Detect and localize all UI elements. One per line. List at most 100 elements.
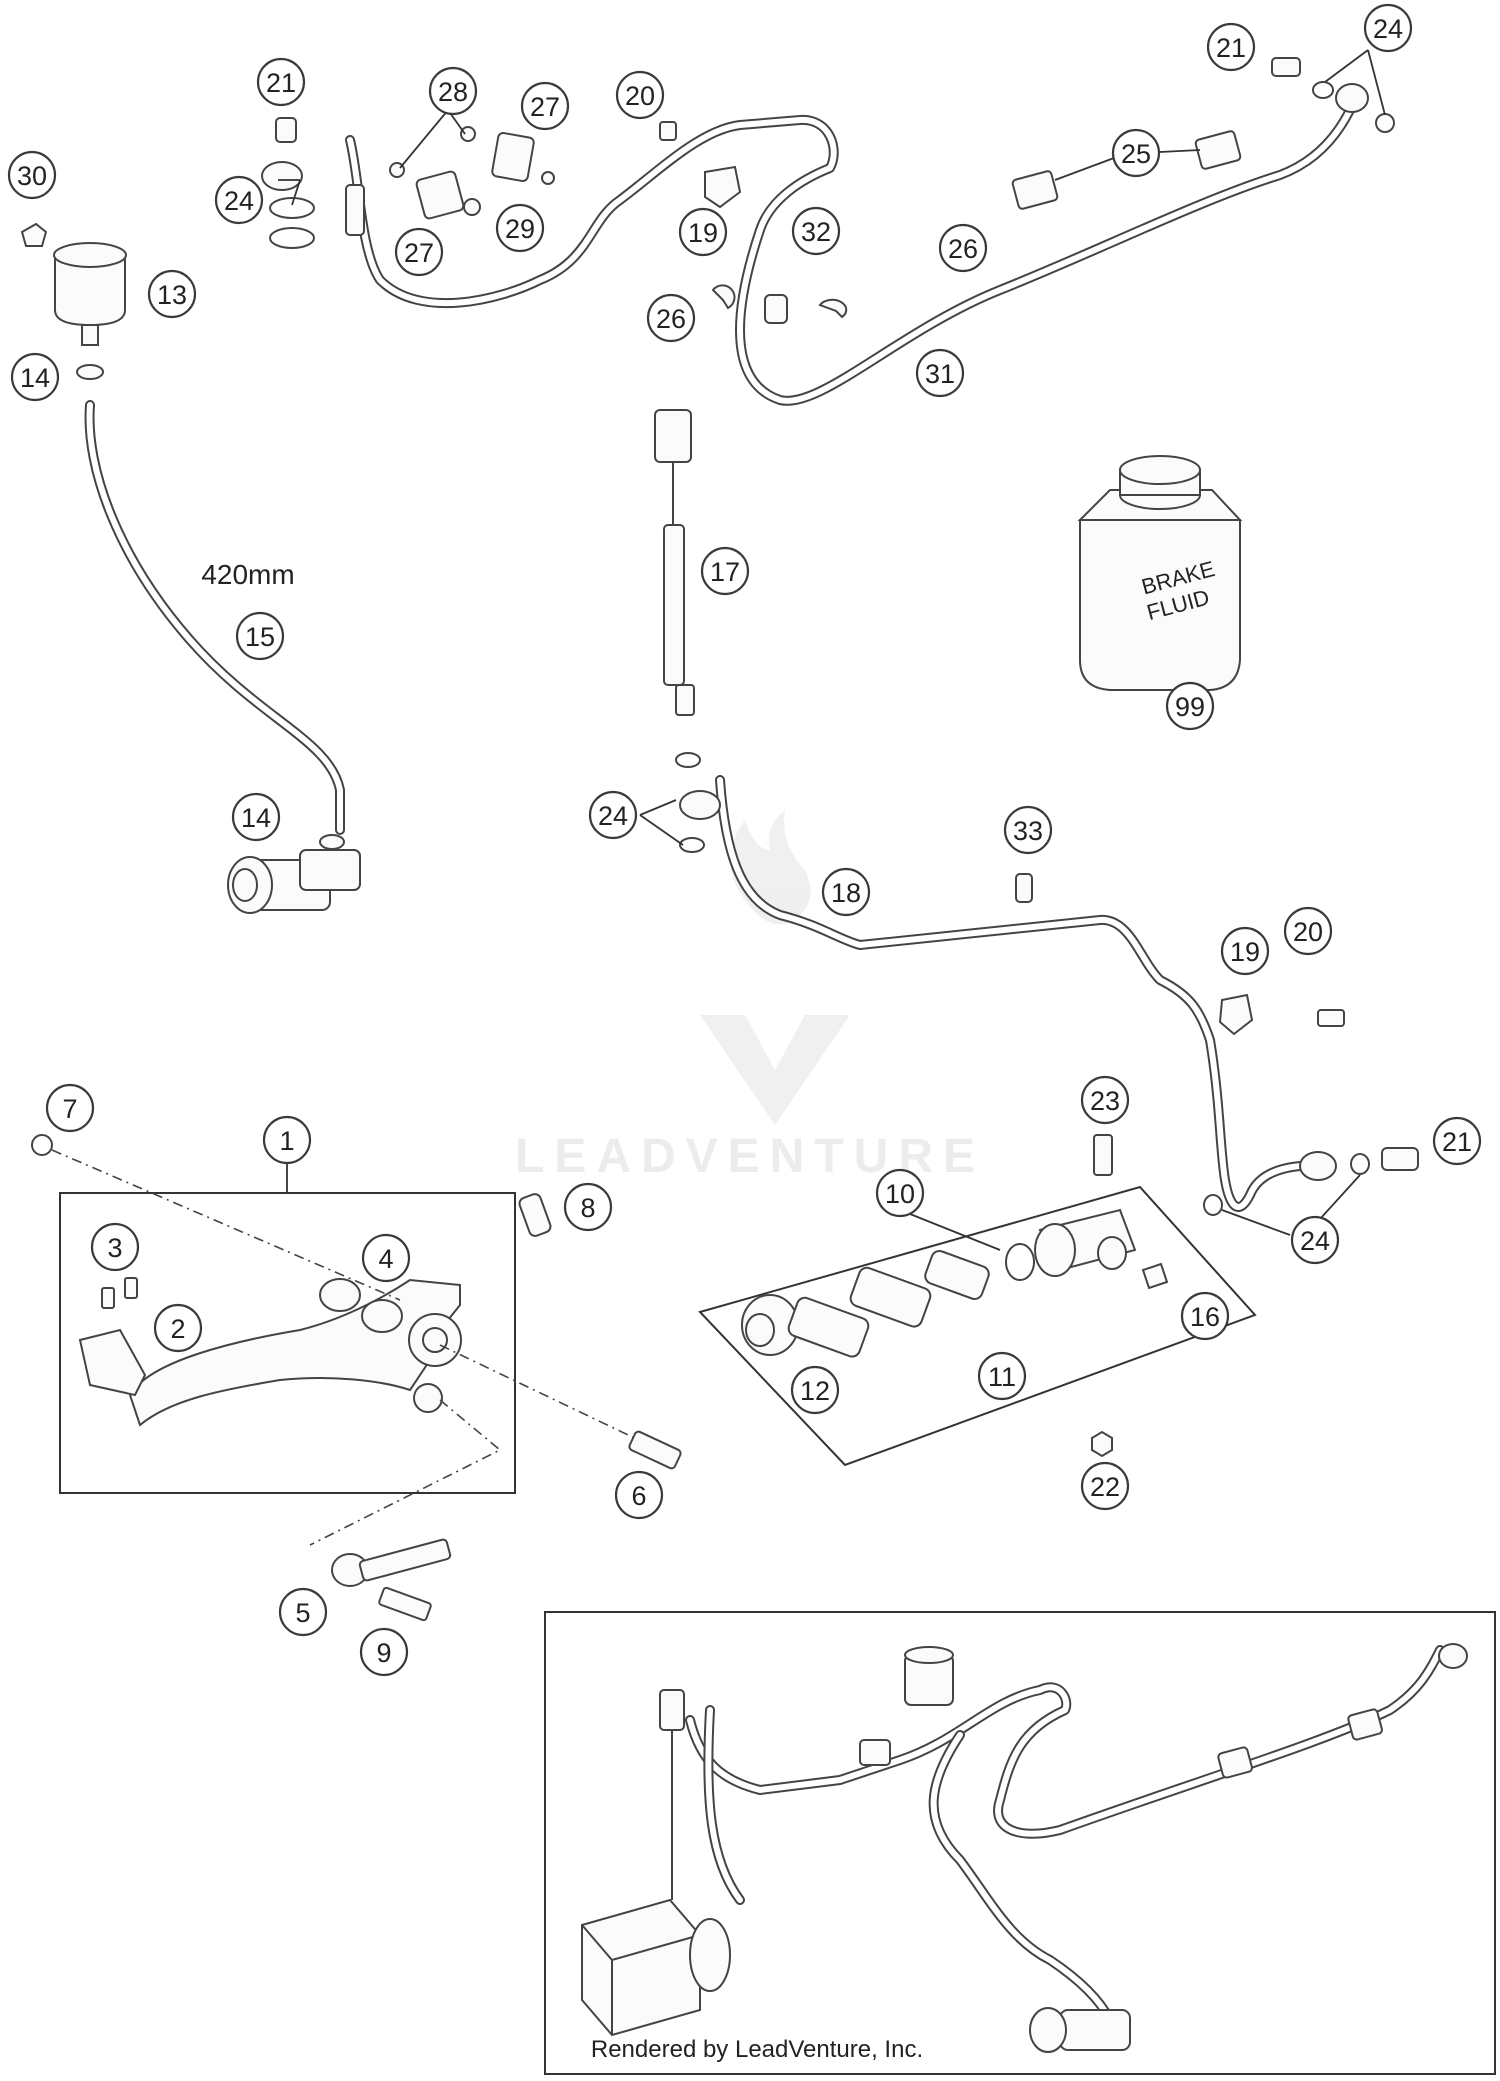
master-cylinder-internals (741, 1208, 1169, 1358)
callout-11: 11 (977, 1351, 1027, 1401)
hose-length-label: 420mm (201, 559, 294, 590)
bolt-23 (1093, 1134, 1113, 1176)
callout-label: 15 (245, 622, 275, 652)
hose-clip-top (704, 165, 742, 209)
callout-label: 17 (710, 557, 740, 587)
callout-label: 19 (688, 218, 718, 248)
callout-label: 1 (279, 1126, 294, 1156)
callout-13: 13 (147, 269, 197, 319)
washer-mid-b (679, 837, 705, 853)
callout-21: 21 (1432, 1116, 1482, 1166)
hose-clamp-bottom (319, 834, 345, 850)
brake-fluid-can: BRAKE FLUID (1077, 455, 1243, 691)
callout-3: 3 (90, 1222, 140, 1272)
callout-label: 26 (656, 304, 686, 334)
master-cylinder-kit-frame (698, 1185, 1257, 1467)
washer-7 (31, 1134, 53, 1156)
callout-label: 8 (580, 1193, 595, 1223)
hose-bracket-clamps (389, 126, 555, 220)
hose-clip-26-right (818, 298, 848, 319)
callout-5: 5 (278, 1587, 328, 1637)
callout-25: 25 (1111, 128, 1161, 178)
bolt-right (1317, 1009, 1345, 1027)
callout-label: 4 (378, 1244, 393, 1274)
callout-19: 19 (1220, 926, 1270, 976)
callout-label: 24 (1373, 14, 1403, 44)
washer-top-right-a (1312, 81, 1334, 99)
callout-10: 10 (875, 1168, 925, 1218)
bolt-top (659, 121, 677, 141)
bushing-pair-4 (319, 1278, 403, 1333)
callout-15: 15 (235, 611, 285, 661)
brake-line-rear (715, 775, 1325, 1212)
pushrod-5 (331, 1538, 452, 1587)
callout-12: 12 (790, 1365, 840, 1415)
callout-30: 30 (7, 150, 57, 200)
callout-24: 24 (588, 790, 638, 840)
callout-17: 17 (700, 546, 750, 596)
reservoir-hose (84, 400, 345, 835)
callout-20: 20 (615, 70, 665, 120)
callout-33: 33 (1003, 805, 1053, 855)
callout-label: 14 (241, 803, 271, 833)
callout-label: 20 (625, 81, 655, 111)
callout-label: 9 (376, 1638, 391, 1668)
brake-light-switch (654, 409, 695, 716)
spring-8 (518, 1193, 552, 1237)
callout-27: 27 (520, 81, 570, 131)
callout-label: 19 (1230, 937, 1260, 967)
callout-label: 27 (404, 238, 434, 268)
callout-32: 32 (791, 206, 841, 256)
callout-label: 32 (801, 217, 831, 247)
callout-label: 29 (505, 214, 535, 244)
washer-right-b (1203, 1194, 1223, 1216)
callout-8: 8 (563, 1182, 613, 1232)
assembled-view-frame (544, 1611, 1496, 2075)
callout-22: 22 (1080, 1461, 1130, 1511)
banjo-right (1299, 1151, 1337, 1181)
callout-label: 14 (20, 363, 50, 393)
callout-label: 12 (800, 1376, 830, 1406)
callout-label: 25 (1121, 139, 1151, 169)
brake-fluid-reservoir (53, 242, 127, 346)
callout-6: 6 (614, 1470, 664, 1520)
nut-22 (1091, 1430, 1113, 1458)
banjo-top-right (1335, 83, 1369, 113)
callout-label: 24 (224, 186, 254, 216)
callout-label: 26 (948, 234, 978, 264)
callout-label: 10 (885, 1179, 915, 1209)
callout-99: 99 (1165, 681, 1215, 731)
brake-pedal (128, 1278, 462, 1427)
line-clamps-25 (1011, 130, 1242, 210)
callout-24: 24 (1363, 3, 1413, 53)
bolt-9 (378, 1586, 432, 1622)
hose-clip-right (1218, 993, 1254, 1036)
callout-label: 13 (157, 280, 187, 310)
callout-2: 2 (153, 1303, 203, 1353)
callout-label: 33 (1013, 816, 1043, 846)
callout-18: 18 (821, 867, 871, 917)
callout-20: 20 (1283, 906, 1333, 956)
callout-label: 23 (1090, 1086, 1120, 1116)
callout-label: 16 (1190, 1302, 1220, 1332)
callout-14: 14 (10, 352, 60, 402)
callout-label: 6 (631, 1481, 646, 1511)
callout-label: 27 (530, 92, 560, 122)
axis-line-7 (51, 1149, 401, 1301)
callout-label: 5 (295, 1598, 310, 1628)
banjo-mid (679, 790, 721, 820)
brake-line-front (345, 105, 1355, 406)
callout-29: 29 (495, 203, 545, 253)
callout-23: 23 (1080, 1075, 1130, 1125)
hose-clip-26-left (711, 284, 736, 310)
callout-16: 16 (1180, 1291, 1230, 1341)
callout-label: 24 (1300, 1226, 1330, 1256)
callout-21: 21 (256, 57, 306, 107)
banjo-bolt-top-right (1271, 57, 1301, 77)
watermark-logo (700, 810, 850, 1125)
callout-9: 9 (359, 1627, 409, 1677)
callout-31: 31 (915, 348, 965, 398)
callout-label: 21 (1442, 1127, 1472, 1157)
